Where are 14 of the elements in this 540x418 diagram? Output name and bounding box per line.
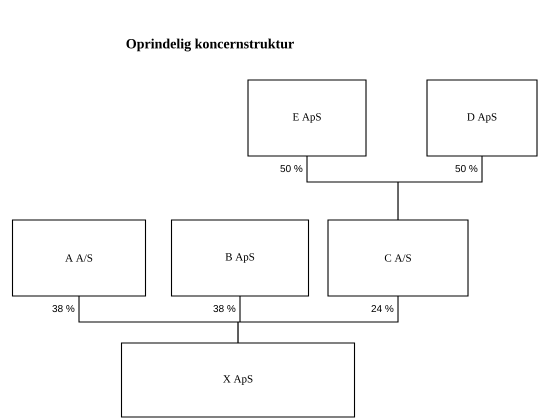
connector-line [237, 296, 399, 342]
company-box: X ApS [120, 342, 356, 418]
company-box: C A/S [327, 219, 469, 297]
company-box: B ApS [170, 219, 310, 297]
title: Oprindelig koncernstruktur [126, 38, 294, 52]
percent-label: 50 % [280, 165, 302, 172]
company-box: E ApS [247, 79, 367, 157]
connector-line [396, 156, 483, 220]
percent-label: 24 % [372, 305, 394, 312]
percent-label: 38 % [52, 305, 74, 312]
percent-label: 38 % [213, 305, 236, 312]
percent-label: 50 % [455, 165, 478, 172]
company-box: D ApS [426, 79, 538, 157]
company-box: A A/S [12, 219, 146, 297]
